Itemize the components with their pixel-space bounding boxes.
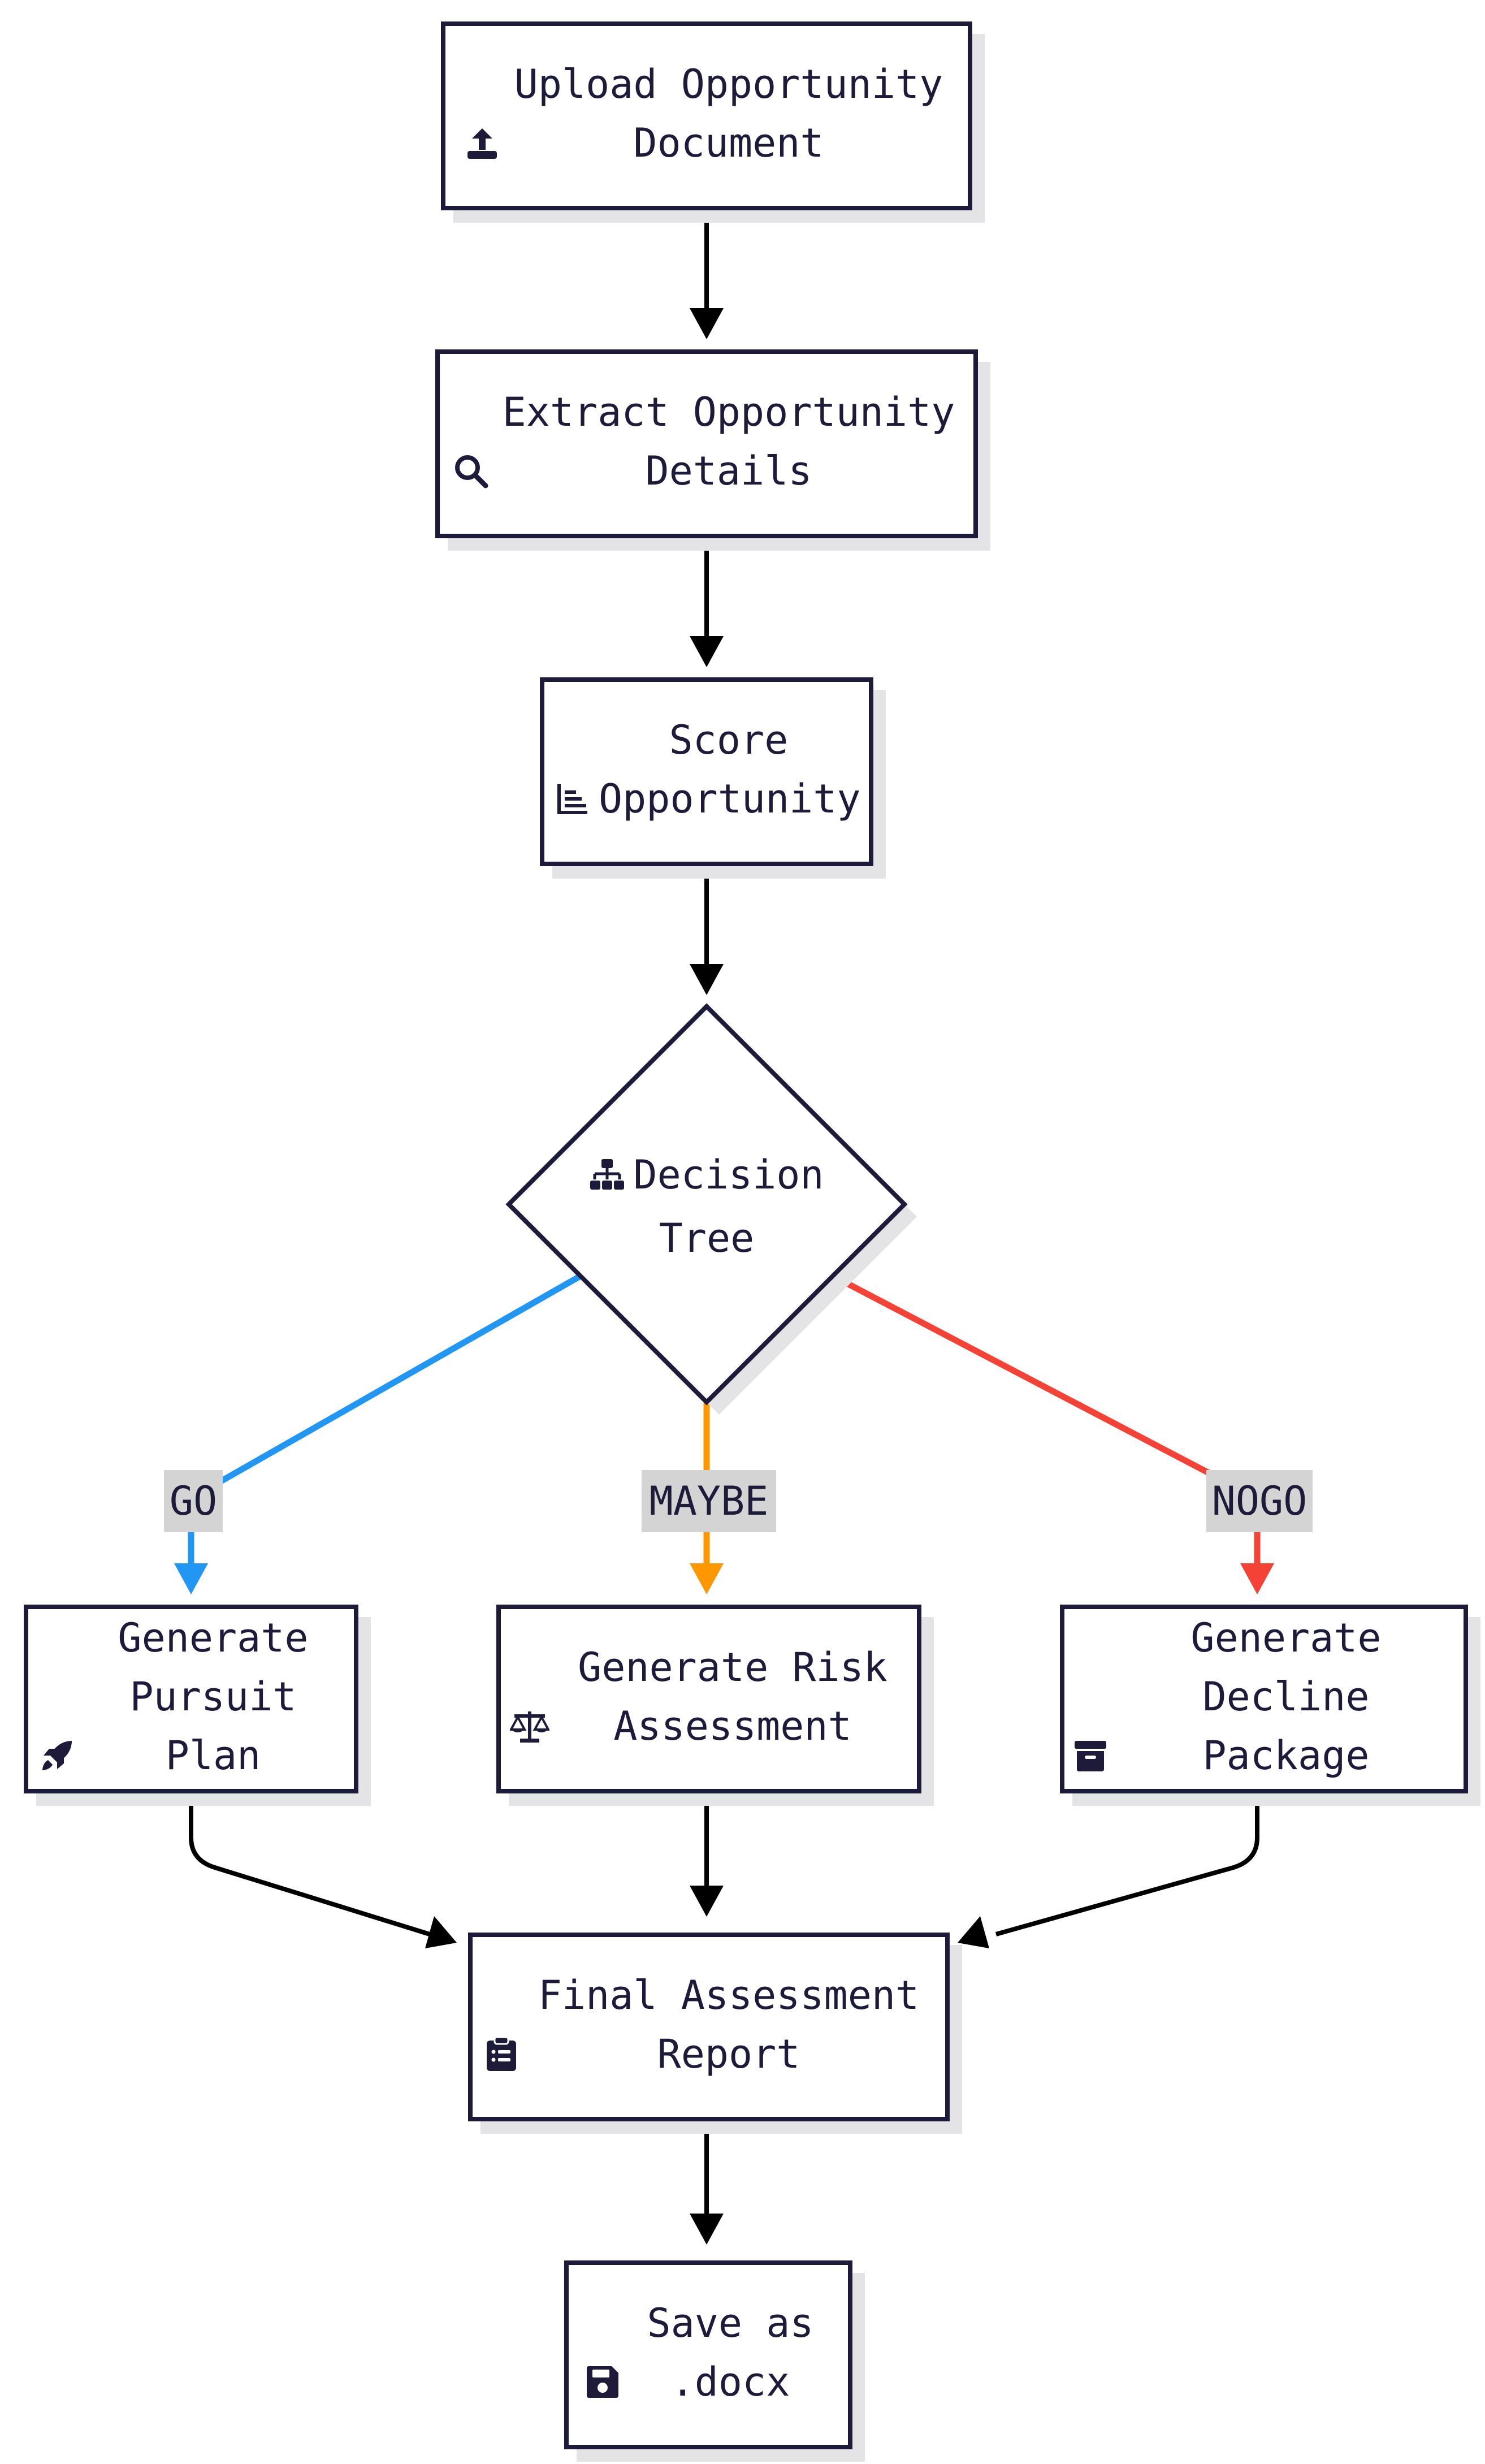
- archive-icon: [1072, 1731, 1109, 1789]
- node-risk: Generate Risk Assessment: [496, 1605, 921, 1793]
- node-pursuit: Generate Pursuit Plan: [24, 1605, 358, 1793]
- node-decline-label: Generate Decline Package: [1190, 1615, 1382, 1779]
- edge-go: [188, 1272, 584, 1572]
- rocket-icon: [39, 1731, 75, 1789]
- arrowhead-score: [690, 636, 724, 667]
- arrowhead-save: [690, 2214, 724, 2245]
- arrowhead-report: [690, 1886, 724, 1917]
- save-icon: [585, 2357, 621, 2416]
- edge-pursuit-report: [189, 1787, 431, 1936]
- edge-nogo: [829, 1272, 1261, 1572]
- node-extract: Extract Opportunity Details: [435, 349, 978, 538]
- arrowheads-main: [425, 308, 989, 2245]
- bar-chart-icon: [555, 774, 591, 833]
- decision-diamond: [505, 1003, 908, 1406]
- upload-icon: [464, 118, 500, 177]
- node-report: Final Assessment Report: [468, 1933, 950, 2121]
- sitemap-icon: [589, 1150, 625, 1209]
- edge-decline-report: [995, 1787, 1259, 1936]
- node-save: Save as .docx: [564, 2260, 852, 2449]
- node-decision-label-wrap: Decision Tree: [588, 1145, 825, 1268]
- node-extract-label: Extract Opportunity Details: [502, 389, 955, 494]
- node-upload: Upload Opportunity Document: [441, 21, 972, 210]
- node-save-label: Save as .docx: [647, 2300, 814, 2405]
- search-icon: [453, 446, 489, 505]
- arrowhead-extract: [690, 308, 724, 339]
- edges-main: [189, 209, 1259, 2222]
- node-pursuit-label: Generate Pursuit Plan: [118, 1615, 309, 1779]
- balance-scale-icon: [509, 1701, 551, 1760]
- node-score: Score Opportunity: [540, 677, 873, 866]
- edge-label-nogo: NOGO: [1206, 1470, 1313, 1532]
- edge-label-maybe: MAYBE: [642, 1470, 776, 1532]
- node-decline: Generate Decline Package: [1060, 1605, 1468, 1793]
- arrowhead-report-left: [425, 1916, 457, 1948]
- node-risk-label: Generate Risk Assessment: [578, 1644, 887, 1749]
- arrowhead-nogo: [1240, 1563, 1274, 1594]
- arrowhead-maybe: [690, 1563, 724, 1594]
- node-score-label: Score Opportunity: [599, 717, 861, 822]
- node-report-label: Final Assessment Report: [538, 1972, 920, 2077]
- arrowhead-report-right: [958, 1916, 989, 1948]
- clipboard-list-icon: [486, 2029, 517, 2088]
- arrowhead-decision: [690, 964, 724, 995]
- arrowhead-go: [174, 1563, 208, 1594]
- node-upload-label: Upload Opportunity Document: [514, 61, 943, 166]
- node-decision-label: Decision Tree: [633, 1152, 824, 1261]
- edge-label-go: GO: [164, 1470, 223, 1532]
